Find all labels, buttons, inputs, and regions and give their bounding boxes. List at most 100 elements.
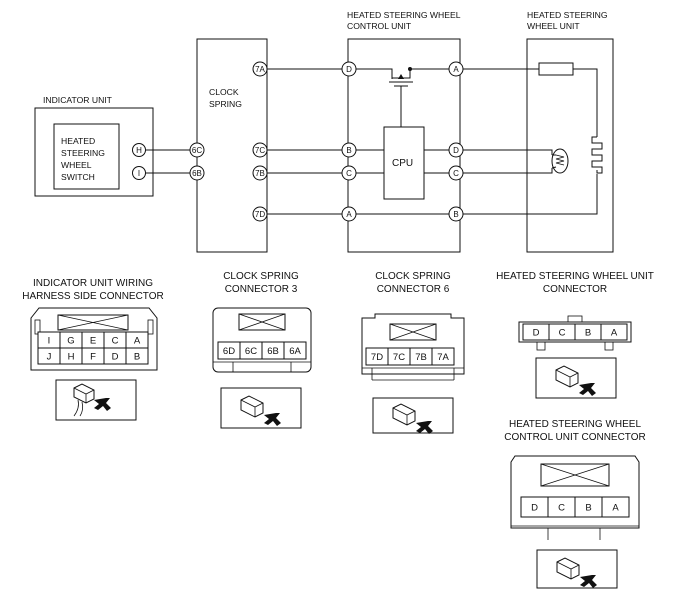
cs3-pin-cell-label: 6A bbox=[289, 346, 301, 357]
svg-text:D: D bbox=[346, 65, 352, 74]
hswcu-title-line1: HEATED STEERING WHEEL bbox=[347, 10, 461, 20]
indicator-pin-cell-label: J bbox=[47, 352, 52, 363]
cs6-pin-cell bbox=[431, 347, 455, 366]
indicator-pin-cell-label: B bbox=[134, 352, 140, 363]
heater-element-icon bbox=[538, 62, 574, 76]
transistor-junction-dot bbox=[408, 67, 412, 71]
indicator-pin-cell-label: C bbox=[112, 336, 119, 347]
indicator-pin-cell-label: F bbox=[90, 352, 96, 363]
hswu-plug-icon bbox=[535, 357, 617, 399]
wire-d-transistor-a bbox=[356, 68, 393, 79]
indicator-connector-title-line2: HARNESS SIDE CONNECTOR bbox=[22, 291, 164, 302]
hswu-pin-cell-label: B bbox=[585, 328, 591, 339]
svg-text:C: C bbox=[346, 169, 352, 178]
terminal-6b: 6B bbox=[189, 165, 205, 181]
hswu-pin-cell-label: C bbox=[559, 328, 566, 339]
hswu-connector-title-line2: CONNECTOR bbox=[543, 284, 607, 295]
svg-text:6B: 6B bbox=[192, 169, 202, 178]
cs6-pin-cell-label: 7A bbox=[437, 352, 449, 363]
terminal-7a: 7A bbox=[252, 61, 268, 77]
switch-label-line1: HEATED bbox=[61, 136, 95, 146]
terminal-7b: 7B bbox=[252, 165, 268, 181]
indicator-connector-title-line1: INDICATOR UNIT WIRING bbox=[33, 278, 153, 289]
heater-coil-icon bbox=[591, 136, 603, 174]
cs3-plug-icon bbox=[220, 387, 302, 429]
svg-text:7D: 7D bbox=[255, 210, 265, 219]
indicator-connector-cells: I G E C A J H F D B bbox=[37, 331, 149, 365]
cs3-pin-cell-label: 6C bbox=[245, 346, 257, 357]
wire-heater-ground bbox=[463, 174, 598, 215]
indicator-pin-cell-label: I bbox=[48, 336, 51, 347]
svg-text:B: B bbox=[346, 146, 351, 155]
hswcu-pin-cell-label: B bbox=[585, 503, 591, 514]
heated-steering-wheel-switch-box bbox=[53, 123, 120, 190]
svg-text:D: D bbox=[453, 146, 459, 155]
svg-text:A: A bbox=[453, 65, 459, 74]
cs3-connector-title-line2: CONNECTOR 3 bbox=[225, 284, 298, 295]
indicator-pin-cell-label: G bbox=[67, 336, 74, 347]
indicator-pin-cell-label: H bbox=[68, 352, 75, 363]
cs6-connector bbox=[361, 313, 465, 381]
switch-label-line4: SWITCH bbox=[61, 172, 95, 182]
thermistor-lead-2 bbox=[551, 166, 557, 169]
indicator-pin-cell bbox=[125, 347, 149, 365]
cs3-pin-cell bbox=[283, 341, 307, 360]
svg-text:H: H bbox=[136, 146, 142, 155]
indicator-plug-icon bbox=[55, 379, 137, 421]
hswcu-pin-cell-label: D bbox=[531, 503, 538, 514]
hswu-pin-cell-label: A bbox=[611, 328, 618, 339]
svg-text:I: I bbox=[138, 169, 140, 178]
cs3-pin-cell-label: 6B bbox=[267, 346, 279, 357]
svg-text:B: B bbox=[453, 210, 458, 219]
cpu-block bbox=[383, 126, 425, 200]
clock-spring-label-line2: SPRING bbox=[209, 99, 242, 109]
hswu-title-line2: WHEEL UNIT bbox=[527, 21, 580, 31]
terminal-cu-right-c: C bbox=[448, 165, 464, 181]
cs6-pin-cell-label: 7C bbox=[393, 352, 405, 363]
switch-label-line3: WHEEL bbox=[61, 160, 92, 170]
terminal-cu-right-b: B bbox=[448, 206, 464, 222]
terminal-cu-left-b: B bbox=[341, 142, 357, 158]
hswcu-connector-title-line1: HEATED STEERING WHEEL bbox=[509, 419, 641, 430]
terminal-i: I bbox=[132, 166, 146, 180]
svg-text:7A: 7A bbox=[255, 65, 265, 74]
terminal-h: H bbox=[132, 143, 146, 157]
transistor-arrow-icon bbox=[398, 74, 404, 79]
cs6-pin-cell-label: 7B bbox=[415, 352, 427, 363]
wire-heater-coil bbox=[573, 68, 598, 137]
cs6-connector-title-line1: CLOCK SPRING bbox=[375, 271, 451, 282]
cs3-connector bbox=[212, 307, 312, 373]
svg-text:A: A bbox=[346, 210, 352, 219]
terminal-cu-left-c: C bbox=[341, 165, 357, 181]
terminal-cu-right-d: D bbox=[448, 142, 464, 158]
indicator-pin-cell-label: A bbox=[134, 336, 141, 347]
clock-spring-label-line1: CLOCK bbox=[209, 87, 239, 97]
hswcu-plug-icon bbox=[536, 549, 618, 589]
terminal-cu-left-a: A bbox=[341, 206, 357, 222]
svg-text:7B: 7B bbox=[255, 169, 265, 178]
hswcu-pin-cell-label: A bbox=[612, 503, 619, 514]
wire-c-sensor bbox=[463, 168, 553, 174]
cs6-pin-cell-label: 7D bbox=[371, 352, 383, 363]
terminal-7d: 7D bbox=[252, 206, 268, 222]
svg-text:C: C bbox=[453, 169, 459, 178]
svg-text:7C: 7C bbox=[255, 146, 265, 155]
wire-d-sensor bbox=[463, 149, 553, 155]
hswcu-connector-title-line2: CONTROL UNIT CONNECTOR bbox=[504, 432, 646, 443]
hswcu-pin-cell-label: C bbox=[558, 503, 565, 514]
terminal-6c: 6C bbox=[189, 142, 205, 158]
terminal-cu-left-d: D bbox=[341, 61, 357, 77]
indicator-pin-cell-label: E bbox=[90, 336, 96, 347]
thermistor-icon bbox=[551, 148, 569, 174]
hswu-pin-cell bbox=[600, 323, 628, 341]
hswu-title-line1: HEATED STEERING bbox=[527, 10, 608, 20]
thermistor-zigzag-icon bbox=[555, 154, 565, 166]
indicator-pin-cell-label: D bbox=[112, 352, 119, 363]
cs3-connector-title-line1: CLOCK SPRING bbox=[223, 271, 299, 282]
cs6-connector-cells: 7D 7C 7B 7A bbox=[365, 347, 455, 366]
svg-text:6C: 6C bbox=[192, 146, 202, 155]
hswcu-title-line2: CONTROL UNIT bbox=[347, 21, 412, 31]
